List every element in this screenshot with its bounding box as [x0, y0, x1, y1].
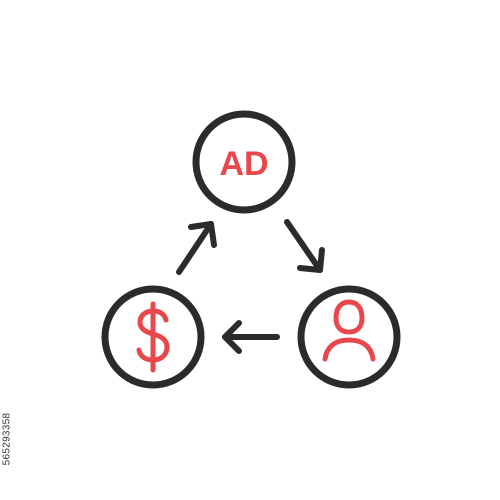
dollar-icon — [136, 301, 170, 373]
ad-circle — [192, 110, 296, 214]
user-node — [297, 285, 401, 389]
arrow-ad-to-user — [284, 219, 325, 273]
stock-id-text: 565293358 — [1, 412, 13, 466]
dollar-circle — [101, 285, 205, 389]
ad-node: AD — [192, 110, 296, 214]
user-circle — [297, 285, 401, 389]
arrow-dollar-to-ad — [176, 221, 217, 275]
arrow-user-to-dollar — [222, 320, 280, 354]
user-icon — [322, 299, 376, 362]
ad-label: AD — [219, 145, 268, 183]
dollar-node — [101, 285, 205, 389]
stock-id-label: 565293358 — [1, 384, 13, 494]
